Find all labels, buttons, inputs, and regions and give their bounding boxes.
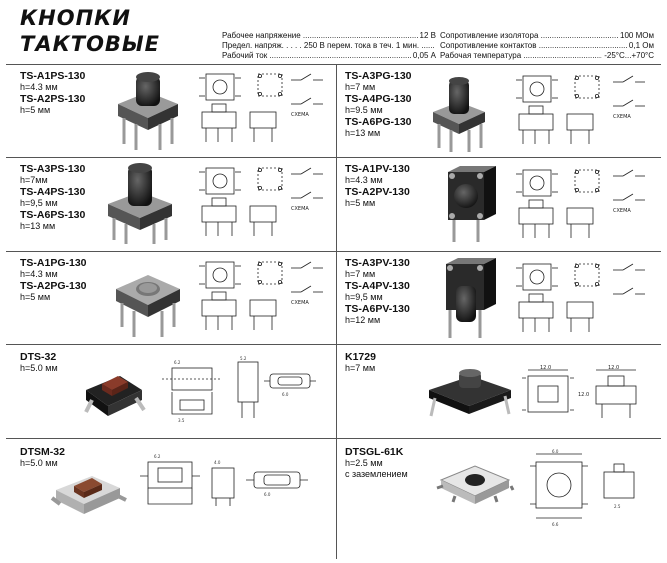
svg-text:3.5: 3.5 bbox=[178, 418, 185, 423]
schema-label: СХЕМА bbox=[613, 208, 631, 214]
schema-label: СХЕМА bbox=[613, 114, 631, 120]
svg-text:12.0: 12.0 bbox=[540, 365, 551, 371]
title-line-1: КНОПКИ bbox=[20, 6, 131, 30]
technical-drawing-r0-right: СХЕМА bbox=[505, 70, 655, 159]
divider bbox=[6, 344, 661, 345]
spec-row: Сопротивление изолятора100 МОм bbox=[440, 31, 654, 41]
tact-switch-photo bbox=[433, 77, 485, 152]
schema-label: СХЕМА bbox=[291, 112, 309, 118]
spec-row: Рабочая температура-25°C...+70°C bbox=[440, 51, 654, 61]
specs-left: Рабочее напряжение12 В Предел. напряж. .… bbox=[222, 31, 436, 61]
technical-drawing-r2-right bbox=[505, 258, 655, 347]
spec-row: Предел. напряж. . . . . 250 В перем. ток… bbox=[222, 41, 436, 51]
svg-text:2.5: 2.5 bbox=[614, 504, 621, 509]
spec-row: Рабочий ток0,05 А bbox=[222, 51, 436, 61]
column-divider bbox=[336, 64, 337, 559]
technical-drawing-r1-right: СХЕМА bbox=[505, 164, 655, 253]
divider bbox=[6, 438, 661, 439]
tact-switch-photo bbox=[429, 369, 511, 417]
svg-text:6.2: 6.2 bbox=[154, 454, 161, 459]
smd-switch-photo bbox=[84, 376, 146, 416]
divider bbox=[6, 64, 661, 65]
svg-text:6.2: 6.2 bbox=[174, 360, 181, 365]
svg-text:12.0: 12.0 bbox=[608, 365, 619, 371]
svg-text:4.0: 4.0 bbox=[214, 460, 221, 465]
divider bbox=[6, 157, 661, 158]
technical-drawing-dtsgl61k: 6.0 6.6 2.5 bbox=[530, 449, 635, 527]
svg-text:6.0: 6.0 bbox=[264, 492, 271, 497]
tact-switch-photo bbox=[446, 258, 496, 338]
smd-switch-photo bbox=[50, 476, 127, 514]
spec-row: Сопротивление контактов0,1 Ом bbox=[440, 41, 654, 51]
tact-switch-photo bbox=[448, 166, 496, 242]
tact-switch-photo bbox=[118, 72, 178, 150]
svg-text:6.0: 6.0 bbox=[552, 449, 559, 454]
technical-drawing-r1-left: СХЕМА bbox=[188, 162, 333, 251]
schema-label: СХЕМА bbox=[291, 206, 309, 212]
technical-drawing-dts32: 6.2 3.5 5.2 6.0 bbox=[162, 356, 316, 423]
tact-switch-photo bbox=[108, 163, 172, 244]
technical-drawing-dtsm32: 6.2 4.0 6.0 bbox=[140, 454, 308, 506]
technical-drawing-k1729: 12.0 12.0 12.0 bbox=[522, 365, 637, 418]
svg-text:6.6: 6.6 bbox=[552, 522, 559, 527]
svg-text:6.0: 6.0 bbox=[282, 392, 289, 397]
spec-row: Рабочее напряжение12 В bbox=[222, 31, 436, 41]
technical-drawing-r0-left: СХЕМА bbox=[188, 68, 333, 157]
smd-switch-photo bbox=[436, 465, 515, 504]
divider bbox=[6, 251, 661, 252]
tact-switch-photo bbox=[116, 275, 180, 337]
technical-drawing-r2-left: СХЕМА bbox=[188, 256, 333, 345]
schema-label: СХЕМА bbox=[291, 300, 309, 306]
title-line-2: ТАКТОВЫЕ bbox=[20, 32, 161, 56]
svg-text:5.2: 5.2 bbox=[240, 356, 247, 361]
svg-text:12.0: 12.0 bbox=[578, 392, 589, 398]
specs-right: Сопротивление изолятора100 МОм Сопротивл… bbox=[440, 31, 654, 61]
